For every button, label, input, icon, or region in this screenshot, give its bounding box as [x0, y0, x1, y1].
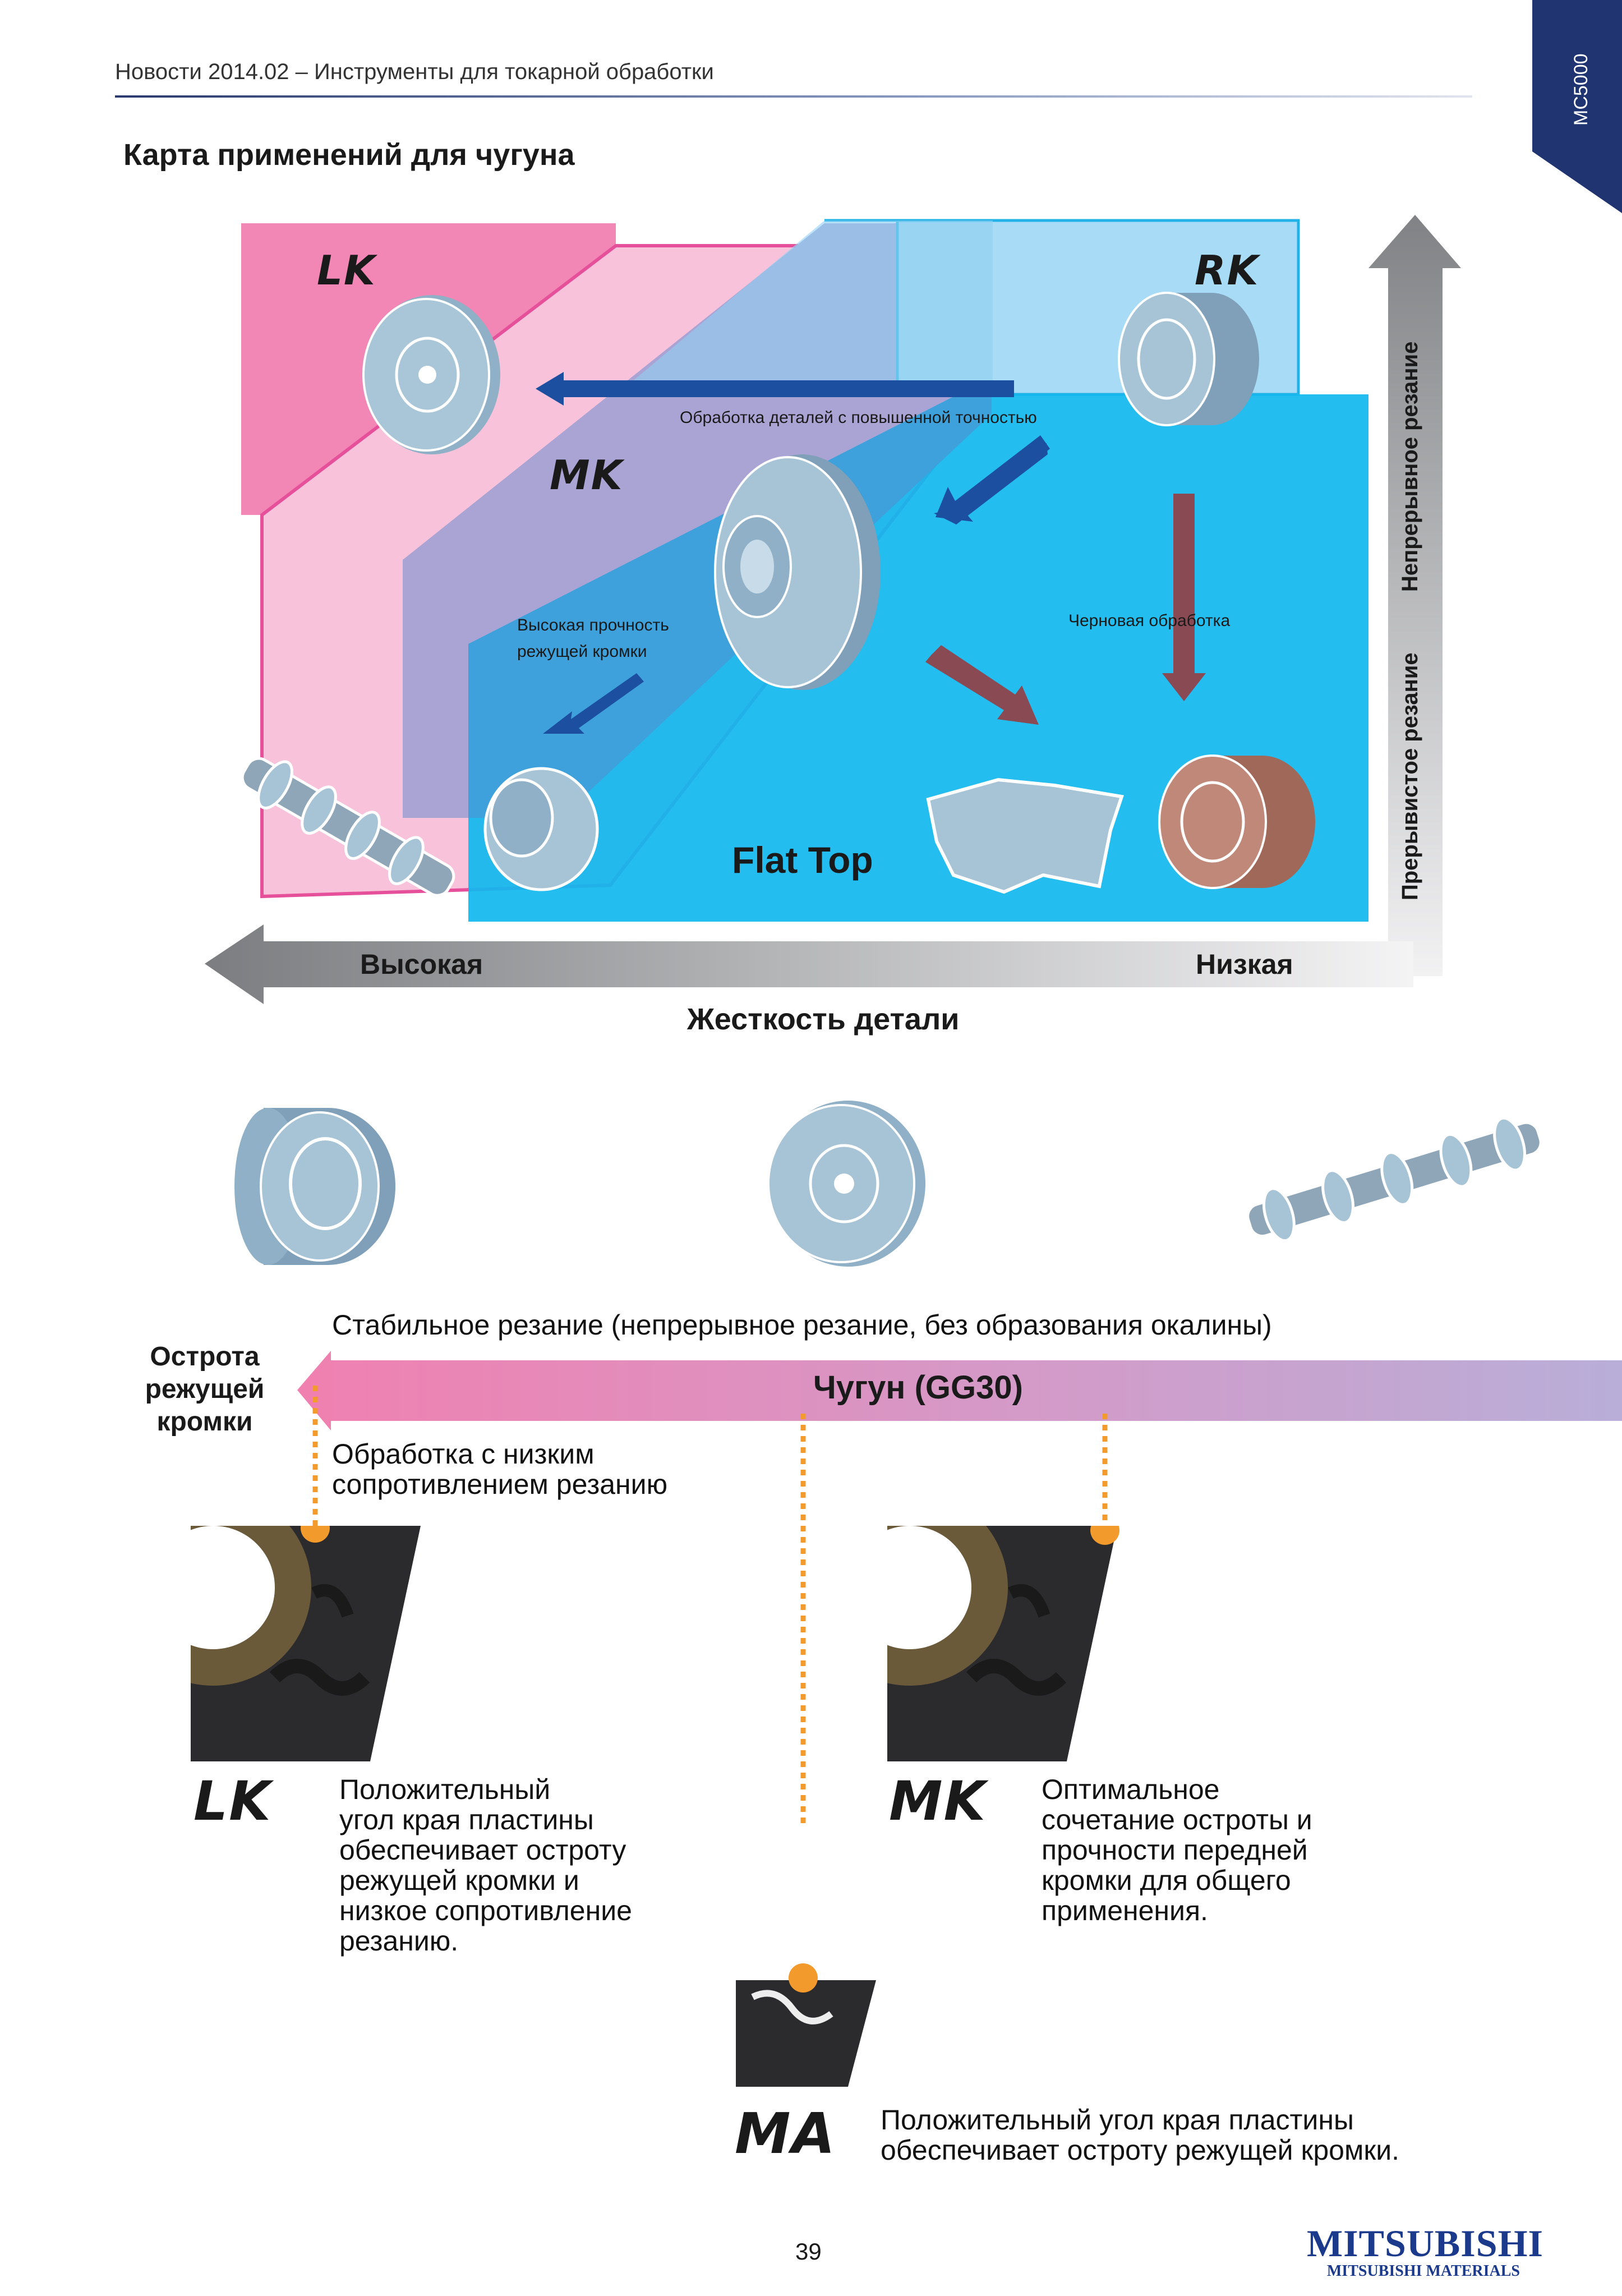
part-drum-brown [1158, 754, 1315, 889]
mk-desc-line: кромки для общего [1042, 1865, 1291, 1896]
breadcrumb: Новости 2014.02 – Инструменты для токарн… [115, 59, 714, 84]
parts-row [234, 1101, 1542, 1267]
lk-desc-line: режущей кромки и [339, 1865, 579, 1896]
flat-top-label: Flat Top [732, 839, 873, 881]
axis-high: Высокая [360, 949, 483, 980]
lk-desc-line: угол края пластины [339, 1804, 594, 1835]
part-drum-2 [234, 1108, 395, 1265]
mk-desc-line: прочности передней [1042, 1834, 1308, 1866]
navy-arrows [536, 372, 1050, 734]
ma-desc-line: Положительный угол края пластины [881, 2104, 1354, 2136]
page-title: Карта применений для чугуна [123, 138, 575, 172]
v-axis-arrow [1368, 215, 1461, 976]
insert-desc-ma: Положительный угол края пластины обеспеч… [881, 2105, 1399, 2165]
mk-desc-line: Оптимальное [1042, 1774, 1220, 1805]
label-precision: Обработка деталей с повышенной точностью [680, 408, 1037, 427]
cast-iron-arrow [297, 1351, 1622, 1430]
mitsubishi-logo: MITSUBISHI MITSUBISHI MATERIALS [1307, 2221, 1543, 2280]
header-divider [115, 95, 1472, 98]
logo-sub-text: MITSUBISHI MATERIALS [1326, 2262, 1520, 2280]
insert-photo-mk [887, 1526, 1119, 1761]
v-axis-interrupted: Прерывистое резание [1398, 652, 1422, 900]
corner-tag: MC5000 [1570, 53, 1592, 126]
lk-desc-line: обеспечивает остроту [339, 1834, 626, 1866]
sharpness-line-3: кромки [156, 1407, 253, 1437]
axis-title: Жесткость детали [687, 1002, 960, 1036]
sharpness-label: Острота режущей кромки [126, 1341, 283, 1438]
insert-desc-lk: Положительный угол края пластины обеспеч… [339, 1774, 632, 1956]
part-wheel-lk [362, 295, 500, 454]
axis-low: Низкая [1196, 949, 1293, 980]
grade-label-lk: LK [317, 247, 376, 294]
low-resistance-line-1: Обработка с низким [332, 1438, 595, 1470]
rk-region-overlap [617, 220, 993, 394]
insert-photo-lk [191, 1526, 421, 1761]
ma-desc-line: обеспечивает остроту режущей кромки. [881, 2134, 1400, 2166]
brown-arrows [925, 494, 1206, 725]
h-axis-arrow [205, 924, 1413, 1004]
mk-desc-line: применения. [1042, 1895, 1208, 1926]
cast-iron-bar-label: Чугун (GG30) [813, 1369, 1023, 1406]
label-roughing: Черновая обработка [1068, 611, 1231, 630]
stable-cutting-label: Стабильное резание (непрерывное резание,… [332, 1309, 1272, 1341]
insert-desc-mk: Оптимальное сочетание остроты и прочност… [1042, 1774, 1312, 1926]
label-strength-2: режущей кромки [517, 642, 647, 661]
grade-label-mk: MK [550, 452, 624, 499]
part-bracket [926, 777, 1124, 894]
flat-top-region [468, 394, 1368, 922]
part-camshaft-2 [1246, 1116, 1542, 1243]
grade-label-rk: RK [1195, 247, 1260, 294]
v-axis-continuous: Непрерывное резание [1398, 341, 1422, 592]
low-resistance-line-2: сопротивлением резанию [332, 1469, 668, 1500]
application-map [205, 215, 1461, 1004]
corner-tab [1532, 0, 1622, 213]
label-strength-1: Высокая прочность [517, 616, 669, 634]
part-wheel-2 [767, 1101, 925, 1267]
part-flange [714, 454, 881, 690]
cast-iron-arrow-section [297, 1351, 1622, 1823]
lk-desc-line: Положительный [339, 1774, 551, 1805]
sharpness-line-2: режущей [145, 1374, 265, 1404]
sharpness-line-1: Острота [150, 1342, 260, 1372]
insert-name-lk: LK [193, 1770, 272, 1833]
logo-main-text: MITSUBISHI [1307, 2222, 1543, 2265]
insert-name-mk: MK [889, 1770, 987, 1833]
insert-photo-ma [736, 1963, 876, 2087]
lk-desc-line: низкое сопротивление [339, 1895, 632, 1926]
part-drum-rk [1118, 292, 1259, 426]
part-camshaft [241, 757, 455, 897]
insert-name-ma: MA [735, 2101, 836, 2166]
mk-desc-line: сочетание остроты и [1042, 1804, 1312, 1835]
page-number: 39 [795, 2238, 822, 2265]
lk-desc-line: резанию. [339, 1925, 459, 1957]
part-gear-housing [483, 767, 599, 891]
